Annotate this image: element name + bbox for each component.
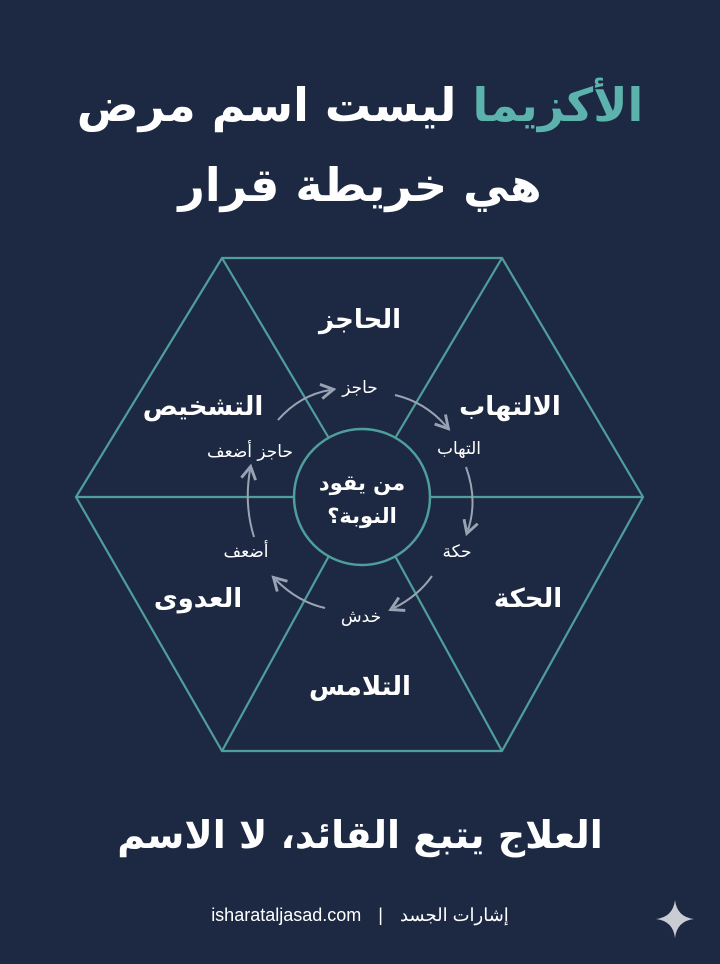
title-accent-word: الأكزيما <box>472 78 644 132</box>
cycle-arrows <box>240 383 479 612</box>
spoke <box>393 553 503 752</box>
footer: isharataljasad.com | إشارات الجسد <box>0 905 720 926</box>
cycle-label-itch: حكة <box>442 542 471 562</box>
cycle-arrow <box>277 383 337 421</box>
cycle-arrow <box>240 463 257 538</box>
segment-label-inflammation: الالتهاب <box>459 392 561 422</box>
footer-brand: إشارات الجسد <box>399 905 509 925</box>
segment-label-itch: الحكة <box>494 584 562 614</box>
cycle-arrow <box>462 466 479 537</box>
tagline: العلاج يتبع القائد، لا الاسم <box>117 813 603 857</box>
spoke <box>221 553 331 752</box>
footer-separator: | <box>378 905 383 925</box>
segment-label-contact: التلامس <box>309 672 411 702</box>
cycle-label-barrier: حاجز <box>341 378 378 398</box>
sparkle-icon <box>656 900 694 938</box>
spoke <box>221 257 331 441</box>
segment-label-barrier: الحاجز <box>317 305 401 335</box>
cycle-arrow <box>388 575 433 612</box>
cycle-label-scratch: خدش <box>341 607 381 627</box>
cycle-label-weaker: أضعف <box>224 540 269 562</box>
title: الأكزيما ليست اسم مرض هي خريطة قرار <box>0 70 720 220</box>
cycle-label-weaker-barrier: حاجز أضعف <box>207 440 293 462</box>
title-line-1-rest: ليست اسم مرض <box>76 78 457 132</box>
footer-site[interactable]: isharataljasad.com <box>211 905 362 925</box>
cycle-arrow <box>394 394 451 431</box>
segment-label-diagnosis: التشخيص <box>143 392 264 422</box>
title-line-1: الأكزيما ليست اسم مرض <box>0 70 720 140</box>
center-label-line-1: من يقود <box>319 471 405 495</box>
cycle-arrow <box>271 575 326 609</box>
cycle-label-inflammation: التهاب <box>437 439 481 459</box>
title-line-2: هي خريطة قرار <box>178 158 542 212</box>
center-label-line-2: النوبة؟ <box>327 504 397 528</box>
spoke <box>393 257 503 441</box>
center-circle <box>292 427 432 567</box>
segment-label-infection: العدوى <box>154 584 242 614</box>
